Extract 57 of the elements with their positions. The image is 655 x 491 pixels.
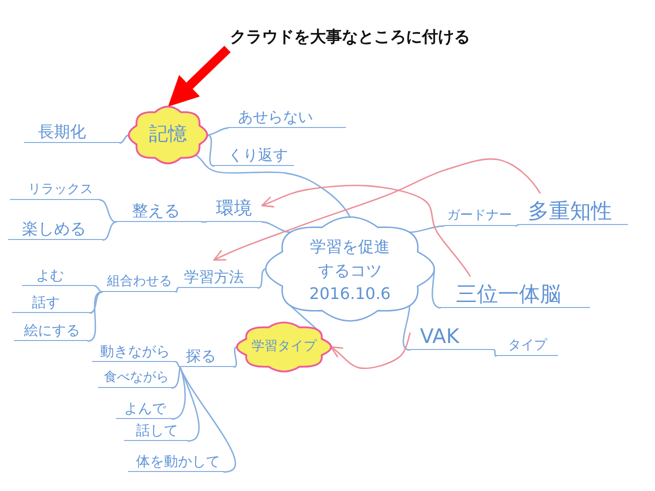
branch-label: 体を動かして <box>128 447 224 472</box>
branch-line <box>493 349 497 357</box>
branch-line <box>171 366 181 389</box>
branch-label: あせらない <box>228 104 346 128</box>
branch-label: 多重知性 <box>518 193 628 225</box>
branch-line <box>408 225 445 233</box>
cloud-bubble: 記憶 <box>128 106 208 164</box>
branch-label: 学習方法 <box>178 260 258 288</box>
branch-line <box>432 268 441 309</box>
branch-line <box>179 366 236 473</box>
branch-line <box>94 285 103 293</box>
branch-label: 探る <box>180 342 234 367</box>
branch-line <box>206 134 215 167</box>
branch-line <box>261 221 292 233</box>
branch-label: よんで <box>116 397 172 419</box>
branch-label: 環境 <box>206 192 262 222</box>
branch-line <box>402 305 411 351</box>
branch-label: VAK <box>410 322 494 350</box>
branch-line <box>257 268 266 289</box>
heading: クラウドを大事なところに付ける <box>225 25 475 49</box>
branch-line <box>175 287 179 293</box>
branch-label: 長期化 <box>24 116 120 143</box>
arrow <box>261 184 471 277</box>
branch-line <box>87 291 103 342</box>
branch-label: 食べながら <box>98 364 172 388</box>
branch-line <box>201 221 207 223</box>
branch-label: 絵にする <box>14 316 88 341</box>
branch-label: 組合わせる <box>102 265 176 292</box>
branch-line <box>290 305 318 330</box>
branch-line <box>179 366 200 442</box>
branch-label: くり返す <box>214 140 294 166</box>
branch-label: ガードナー <box>444 198 516 226</box>
cloud-bubble <box>264 216 436 322</box>
cloud-bubble: 学習タイプ <box>236 322 332 372</box>
cloud-text: 学習を促進するコツ <box>309 236 391 282</box>
branch-label: 動きながら <box>92 340 176 362</box>
branch-line <box>233 346 238 368</box>
branch-line <box>102 221 117 241</box>
branch-label: よむ <box>22 264 95 286</box>
branch-label: 話す <box>12 289 90 313</box>
branch-line <box>89 291 103 314</box>
branch-line <box>206 127 229 136</box>
branch-line <box>515 224 519 227</box>
branch-line <box>99 199 117 223</box>
branch-label: リラックス <box>10 178 100 200</box>
branch-line <box>195 154 351 218</box>
arrow <box>330 332 411 369</box>
branch-label: 楽しめる <box>8 212 103 240</box>
branch-label: 話して <box>124 419 188 441</box>
branch-label: 三位一体脳 <box>440 276 590 308</box>
date-text: 2016.10.6 <box>309 284 391 304</box>
arrow <box>213 158 541 261</box>
branch-line <box>175 361 181 368</box>
branch-label: タイプ <box>496 334 558 356</box>
branch-line <box>119 134 130 144</box>
arrow <box>168 46 231 107</box>
branch-label: 整える <box>116 195 202 222</box>
